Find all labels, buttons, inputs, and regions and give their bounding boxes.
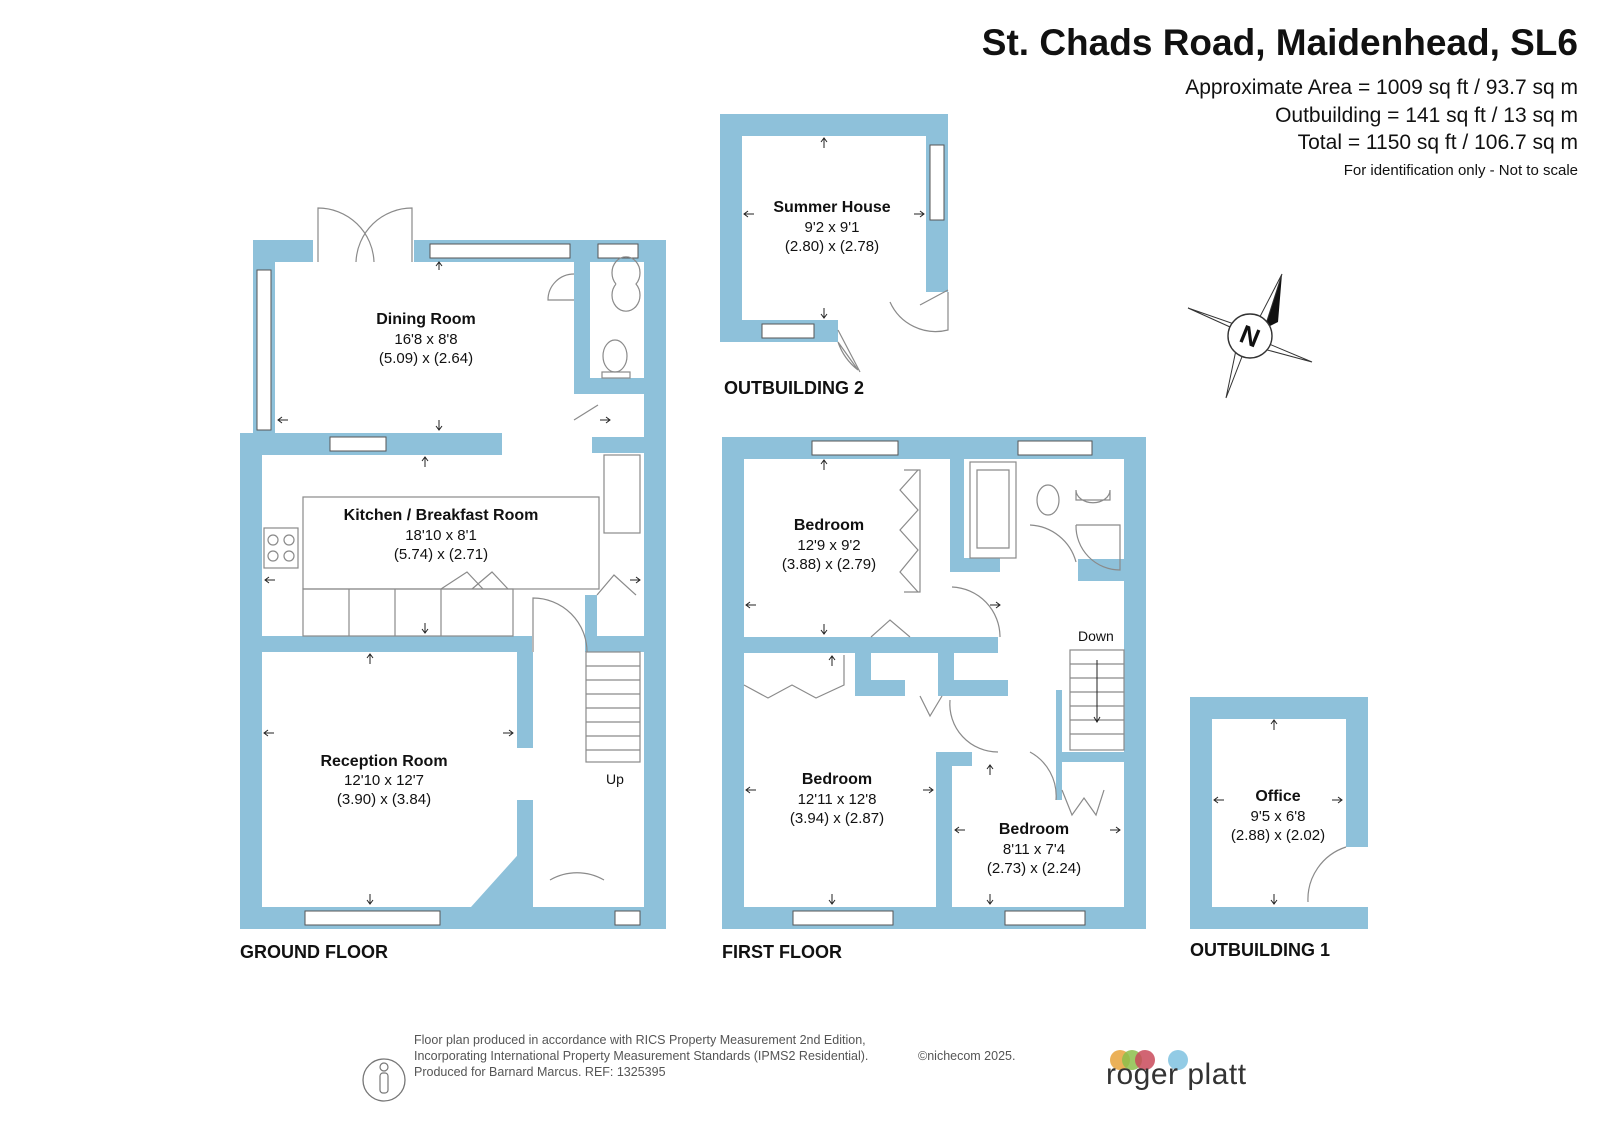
kitchen-name: Kitchen / Breakfast Room (344, 507, 539, 524)
bedroom-2-imperial: 12'11 x 12'8 (798, 791, 877, 808)
outbuilding-1-label: OUTBUILDING 1 (1190, 940, 1330, 960)
footer-line-2: Incorporating International Property Mea… (414, 1049, 869, 1063)
outbuilding-1-plan (1190, 697, 1368, 929)
ground-floor-plan (240, 207, 666, 929)
bedroom-1-name: Bedroom (794, 517, 864, 534)
outbuilding-area: Outbuilding = 141 sq ft / 13 sq m (1275, 104, 1578, 127)
footer-line-3: Produced for Barnard Marcus. REF: 132539… (414, 1065, 666, 1079)
office-name: Office (1255, 788, 1300, 805)
total-area: Total = 1150 sq ft / 106.7 sq m (1297, 131, 1578, 154)
ground-floor-label: GROUND FLOOR (240, 942, 388, 962)
stairs-down-label: Down (1078, 628, 1114, 644)
copyright: ©nichecom 2025. (918, 1049, 1016, 1063)
compass-icon: N (1187, 273, 1313, 399)
first-floor-plan (722, 437, 1146, 929)
person-icon (362, 1058, 406, 1102)
reception-room-name: Reception Room (320, 753, 447, 770)
office-imperial: 9'5 x 6'8 (1251, 808, 1306, 825)
bedroom-2-metric: (3.94) x (2.87) (790, 810, 884, 827)
kitchen-metric: (5.74) x (2.71) (394, 546, 488, 563)
room-labels: Dining Room 16'8 x 8'8 (5.09) x (2.64) K… (320, 199, 1325, 877)
dining-room-name: Dining Room (376, 311, 476, 328)
stairs-up-label: Up (606, 771, 624, 787)
bedroom-2-name: Bedroom (802, 771, 872, 788)
summer-house-imperial: 9'2 x 9'1 (805, 219, 860, 236)
bedroom-1-metric: (3.88) x (2.79) (782, 556, 876, 573)
dining-room-imperial: 16'8 x 8'8 (394, 331, 457, 348)
dining-room-metric: (5.09) x (2.64) (379, 350, 473, 367)
summer-house-metric: (2.80) x (2.78) (785, 238, 879, 255)
reception-room-metric: (3.90) x (3.84) (337, 791, 431, 808)
reception-room-imperial: 12'10 x 12'7 (344, 772, 424, 789)
first-floor-label: FIRST FLOOR (722, 942, 842, 962)
disclaimer: For identification only - Not to scale (1343, 162, 1578, 179)
property-title: St. Chads Road, Maidenhead, SL6 (981, 22, 1578, 63)
brand-logo-dots (1110, 1050, 1188, 1070)
office-metric: (2.88) x (2.02) (1231, 827, 1325, 844)
bedroom-1-imperial: 12'9 x 9'2 (797, 537, 860, 554)
footer-line-1: Floor plan produced in accordance with R… (414, 1033, 866, 1047)
bedroom-3-metric: (2.73) x (2.24) (987, 860, 1081, 877)
outbuilding-2-label: OUTBUILDING 2 (724, 378, 864, 398)
brand-name: roger platt (1106, 1058, 1247, 1091)
summer-house-name: Summer House (773, 199, 890, 216)
outbuilding-2-plan (720, 114, 949, 373)
bedroom-3-imperial: 8'11 x 7'4 (1003, 841, 1065, 858)
kitchen-imperial: 18'10 x 8'1 (405, 527, 477, 544)
bedroom-3-name: Bedroom (999, 821, 1069, 838)
approximate-area: Approximate Area = 1009 sq ft / 93.7 sq … (1185, 76, 1578, 99)
